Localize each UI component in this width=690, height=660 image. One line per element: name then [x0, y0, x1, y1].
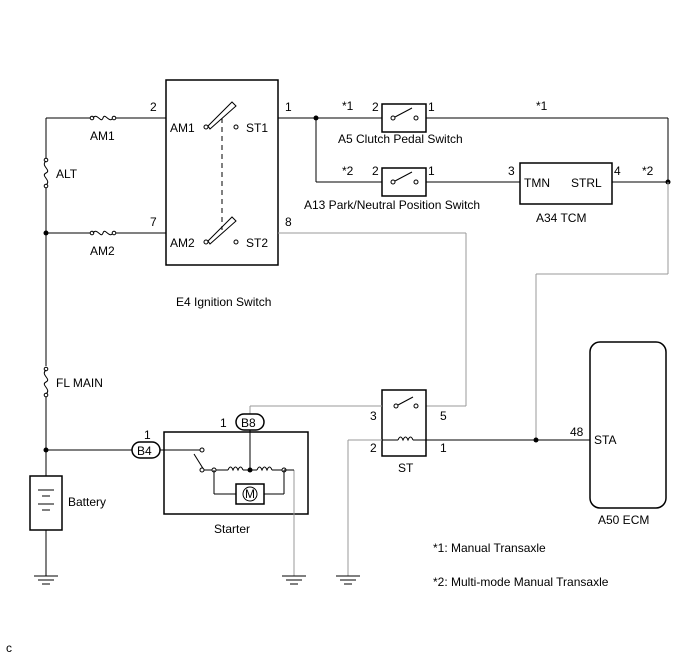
- fl-main-fuse-label: FL MAIN: [56, 376, 103, 390]
- clutch-switch-label: A5 Clutch Pedal Switch: [338, 132, 463, 146]
- am2-fuse: AM2: [89, 230, 117, 258]
- clutch-pin-out: 1: [428, 100, 435, 114]
- marker-top: *1: [536, 99, 548, 113]
- connector-b8: B8: [241, 416, 256, 430]
- park-pin-out: 1: [428, 164, 435, 178]
- alt-fuse: ALT: [43, 157, 78, 189]
- ecm-pin: 48: [570, 425, 584, 439]
- terminal-am2: AM2: [170, 236, 195, 250]
- motor-label: M: [245, 487, 255, 501]
- tcm-terminal-in: TMN: [524, 176, 550, 190]
- pin-b8: 1: [220, 416, 227, 430]
- st2-wiring[interactable]: [278, 232, 467, 407]
- pin-st1: 1: [285, 100, 292, 114]
- relay-pin-2: 2: [370, 441, 377, 455]
- ignition-switch-label: E4 Ignition Switch: [176, 295, 271, 309]
- st-relay: 3 5 2 1 ST: [370, 389, 447, 475]
- tcm-pin-out: 4: [614, 164, 621, 178]
- ecm-signal-line[interactable]: [426, 182, 669, 443]
- fl-main-fuse: FL MAIN: [43, 366, 103, 398]
- tcm-pin-in: 3: [508, 164, 515, 178]
- note-manual: *1: Manual Transaxle: [433, 541, 546, 555]
- am1-fuse: AM1: [89, 115, 117, 143]
- tcm-label: A34 TCM: [536, 211, 586, 225]
- park-pin-in: 2: [372, 164, 379, 178]
- corner-label: c: [6, 641, 12, 655]
- terminal-am1: AM1: [170, 121, 195, 135]
- marker-clutch: *1: [342, 99, 354, 113]
- relay-pin-1: 1: [440, 441, 447, 455]
- am1-fuse-label: AM1: [90, 129, 115, 143]
- terminal-st1: ST1: [246, 121, 268, 135]
- b8-wiring[interactable]: [249, 405, 382, 414]
- connector-b4: B4: [137, 444, 152, 458]
- pin-b4: 1: [144, 428, 151, 442]
- relay-label: ST: [398, 461, 414, 475]
- st1-wiring: *1 *2 *1 *2: [278, 99, 671, 185]
- pin-st2: 8: [285, 215, 292, 229]
- note-multimode: *2: Multi-mode Manual Transaxle: [433, 575, 609, 589]
- starter: B8 1 B4 1 M Starter: [131, 413, 309, 536]
- starter-label: Starter: [214, 522, 250, 536]
- marker-tcm: *2: [642, 164, 654, 178]
- left-power-line: [43, 117, 166, 476]
- am2-fuse-label: AM2: [90, 244, 115, 258]
- pin-am1: 2: [150, 100, 157, 114]
- park-neutral-switch: 2 1 A13 Park/Neutral Position Switch: [304, 164, 480, 212]
- battery: Battery: [29, 475, 106, 585]
- tcm: TMN STRL 3 4 A34 TCM: [508, 162, 621, 225]
- tcm-terminal-out: STRL: [571, 176, 602, 190]
- park-switch-label: A13 Park/Neutral Position Switch: [304, 198, 480, 212]
- relay-pin-5: 5: [440, 409, 447, 423]
- starter-ground: [282, 469, 306, 585]
- ecm: STA 48 A50 ECM: [570, 341, 667, 527]
- clutch-pin-in: 2: [372, 100, 379, 114]
- battery-label: Battery: [68, 495, 106, 509]
- alt-fuse-label: ALT: [56, 167, 78, 181]
- terminal-st2: ST2: [246, 236, 268, 250]
- relay-pin-3: 3: [370, 409, 377, 423]
- relay-ground: [336, 439, 382, 585]
- clutch-pedal-switch: 2 1 A5 Clutch Pedal Switch: [338, 100, 463, 146]
- ecm-label: A50 ECM: [598, 513, 649, 527]
- marker-park: *2: [342, 164, 354, 178]
- ecm-terminal: STA: [594, 433, 616, 447]
- ignition-switch: 2 1 7 8 AM1 ST1 AM2 ST2 E4 Ignition Swit…: [150, 79, 292, 309]
- pin-am2: 7: [150, 215, 157, 229]
- notes: *1: Manual Transaxle *2: Multi-mode Manu…: [433, 541, 609, 589]
